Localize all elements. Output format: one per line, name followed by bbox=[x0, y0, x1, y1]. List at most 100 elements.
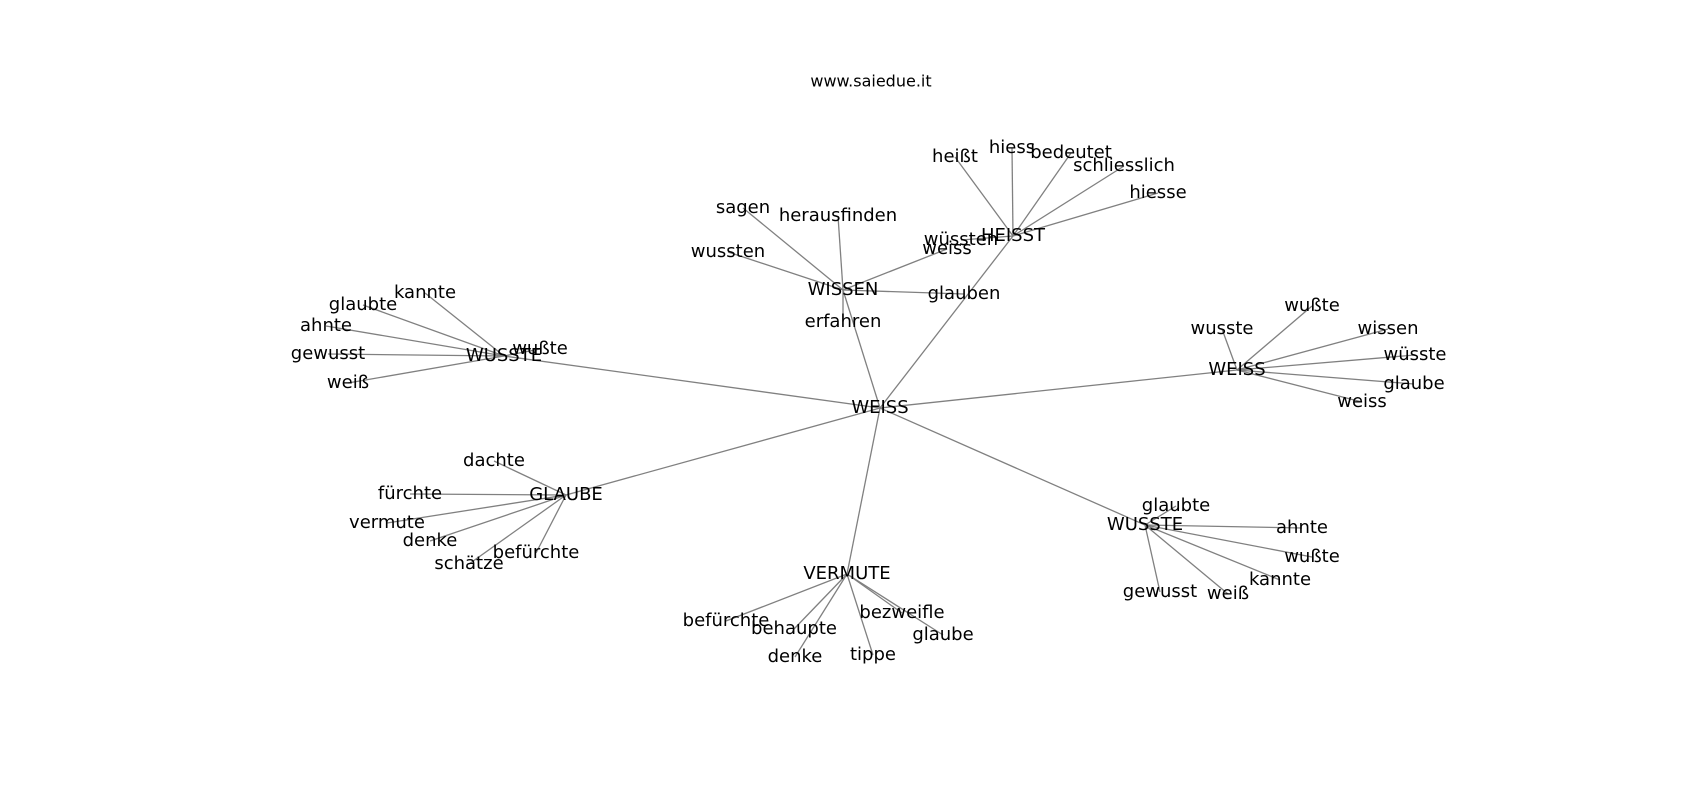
edge-heisst-leaf-2 bbox=[1012, 152, 1072, 237]
edge-wusste-left-leaf-3 bbox=[327, 353, 505, 357]
edge-glaube-leaf-3 bbox=[429, 494, 567, 542]
edge-vermute-leaf-0 bbox=[725, 573, 848, 622]
node-leaf-heisst-2: bedeutet bbox=[1030, 142, 1112, 163]
edge-wusste-left-leaf-5 bbox=[503, 348, 541, 357]
edge-center-to-heisst bbox=[879, 235, 1014, 409]
node-leaf-glaube-3: denke bbox=[403, 530, 458, 551]
edge-vermute-leaf-2 bbox=[794, 573, 848, 658]
node-leaf-vermute-3: tippe bbox=[850, 644, 896, 665]
node-leaf-wusste-right-0: glaubte bbox=[1142, 495, 1210, 516]
node-leaf-weiss-right-5: weiss bbox=[1337, 391, 1387, 412]
edge-wissen-leaf-1 bbox=[837, 215, 844, 291]
node-leaf-heisst-0: heißt bbox=[932, 146, 978, 167]
edge-heisst-leaf-4 bbox=[1012, 192, 1159, 237]
node-leaf-weiss-right-4: glaube bbox=[1383, 373, 1444, 394]
node-hub-glaube: GLAUBE bbox=[529, 484, 603, 505]
node-leaf-vermute-0: befürchte bbox=[683, 610, 770, 631]
edge-glaube-leaf-2 bbox=[386, 494, 567, 524]
node-leaf-wusste-right-2: wußte bbox=[1284, 546, 1340, 567]
edge-weiss-right-leaf-4 bbox=[1236, 369, 1415, 385]
node-leaf-weiss-right-3: wüsste bbox=[1383, 344, 1446, 365]
edge-wissen-leaf-3 bbox=[842, 248, 948, 291]
edge-wusste-right-leaf-1 bbox=[1144, 524, 1303, 529]
edge-glaube-leaf-5 bbox=[468, 494, 567, 565]
edge-center-to-glaube bbox=[565, 407, 881, 496]
node-leaf-heisst-4: hiesse bbox=[1129, 182, 1186, 203]
graph-title: www.saiedue.it bbox=[810, 72, 931, 91]
edge-center-to-wusste-left bbox=[503, 355, 881, 409]
node-leaf-wissen-5: erfahren bbox=[805, 311, 882, 332]
edge-heisst-leaf-3 bbox=[1012, 165, 1125, 237]
node-leaf-weiss-right-1: wußte bbox=[1284, 295, 1340, 316]
edge-wusste-right-leaf-4 bbox=[1144, 524, 1229, 595]
edge-wusste-right-leaf-0 bbox=[1144, 505, 1177, 526]
node-leaf-wusste-left-3: gewusst bbox=[291, 343, 365, 364]
node-hub-heisst: HEISST bbox=[981, 225, 1046, 246]
edge-center-to-vermute bbox=[846, 407, 881, 575]
node-leaf-glaube-5: schätze bbox=[434, 553, 503, 574]
edge-wissen-leaf-4 bbox=[842, 289, 965, 295]
node-leaf-heisst-3: schliesslich bbox=[1073, 155, 1175, 176]
node-leaf-wissen-2: wussten bbox=[691, 241, 765, 262]
node-leaf-wissen-4: glauben bbox=[928, 283, 1001, 304]
node-leaf-glaube-4: befürchte bbox=[493, 542, 580, 563]
edge-center-to-wissen bbox=[842, 289, 881, 409]
edge-wissen-leaf-2 bbox=[727, 251, 844, 291]
edge-center-to-weiss-right bbox=[879, 369, 1238, 409]
edge-glaube-leaf-1 bbox=[409, 493, 567, 496]
node-leaf-heisst-5: wüssten bbox=[924, 229, 998, 250]
node-hub-weiss-right: WEISS bbox=[1208, 359, 1265, 380]
node-leaf-vermute-4: bezweifle bbox=[859, 602, 944, 623]
node-leaf-wusste-right-1: ahnte bbox=[1276, 517, 1328, 538]
node-leaf-wusste-right-5: gewusst bbox=[1123, 581, 1197, 602]
node-leaf-wusste-left-2: ahnte bbox=[300, 315, 352, 336]
node-leaf-wusste-right-3: kannte bbox=[1249, 569, 1311, 590]
node-leaf-vermute-5: glaube bbox=[912, 624, 973, 645]
node-leaf-wissen-0: sagen bbox=[716, 197, 770, 218]
edge-wissen-leaf-0 bbox=[742, 207, 844, 291]
edge-weiss-right-leaf-2 bbox=[1236, 328, 1389, 371]
edge-heisst-leaf-1 bbox=[1011, 147, 1014, 237]
edge-layer bbox=[325, 147, 1416, 658]
node-leaf-glaube-0: dachte bbox=[463, 450, 525, 471]
edge-weiss-right-leaf-1 bbox=[1236, 305, 1313, 371]
edge-wusste-left-leaf-2 bbox=[325, 325, 505, 357]
node-leaf-weiss-right-0: wusste bbox=[1190, 318, 1253, 339]
node-leaf-weiss-right-2: wissen bbox=[1358, 318, 1419, 339]
edge-vermute-leaf-3 bbox=[846, 573, 874, 656]
node-hub-vermute: VERMUTE bbox=[803, 563, 890, 584]
node-center: WEISS bbox=[851, 397, 908, 418]
node-hub-wissen: WISSEN bbox=[808, 279, 879, 300]
edge-vermute-leaf-5 bbox=[846, 573, 944, 636]
node-leaf-vermute-1: behaupte bbox=[751, 618, 837, 639]
edge-wusste-right-leaf-3 bbox=[1144, 524, 1281, 581]
edge-wusste-right-leaf-5 bbox=[1144, 524, 1161, 593]
node-leaf-wusste-left-1: glaubte bbox=[329, 294, 397, 315]
node-leaf-wusste-left-4: weiß bbox=[327, 372, 369, 393]
edge-center-to-wusste-right bbox=[879, 407, 1146, 526]
edge-glaube-leaf-0 bbox=[493, 460, 567, 496]
edge-weiss-right-leaf-0 bbox=[1221, 328, 1238, 371]
node-leaf-wissen-3: weiss bbox=[922, 238, 972, 259]
node-hub-wusste-left: WUSSTE bbox=[466, 345, 542, 366]
label-layer: WEISS WISSEN sagen herausfinden wussten weiss… bbox=[291, 137, 1447, 667]
node-leaf-wissen-1: herausfinden bbox=[779, 205, 897, 226]
edge-vermute-leaf-1 bbox=[793, 573, 848, 630]
node-leaf-glaube-1: fürchte bbox=[378, 483, 442, 504]
node-leaf-wusste-left-5: wußte bbox=[512, 338, 568, 359]
node-leaf-wusste-right-4: weiß bbox=[1207, 583, 1249, 604]
edge-wusste-left-leaf-4 bbox=[347, 355, 505, 384]
edge-wusste-left-leaf-0 bbox=[424, 292, 505, 357]
edge-wusste-left-leaf-1 bbox=[362, 304, 505, 357]
edge-heisst-leaf-5 bbox=[960, 235, 1014, 241]
edge-heisst-leaf-0 bbox=[954, 156, 1014, 237]
edge-wusste-right-leaf-2 bbox=[1144, 524, 1313, 558]
edge-weiss-right-leaf-3 bbox=[1236, 354, 1416, 371]
edge-weiss-right-leaf-5 bbox=[1236, 369, 1363, 403]
node-leaf-heisst-1: hiess bbox=[989, 137, 1035, 158]
edge-glaube-leaf-4 bbox=[535, 494, 567, 554]
node-leaf-wusste-left-0: kannte bbox=[394, 282, 456, 303]
node-leaf-glaube-2: vermute bbox=[349, 512, 425, 533]
node-hub-wusste-right: WUSSTE bbox=[1107, 514, 1183, 535]
